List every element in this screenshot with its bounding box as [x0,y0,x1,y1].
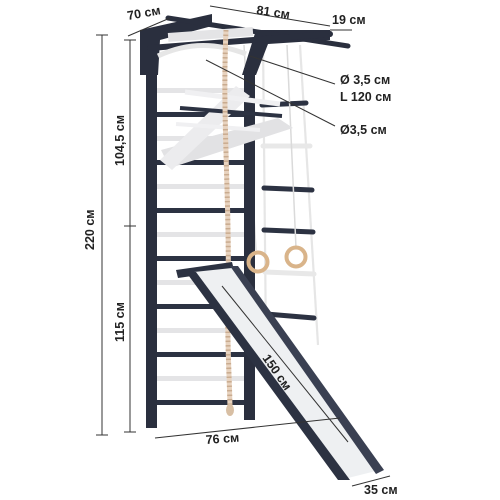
top-board [167,27,254,42]
pullup-bar [165,15,351,49]
wall-rung [157,160,244,165]
dim-line-slide-length [221,285,349,443]
wall-rung [157,88,244,93]
rope-knot [226,404,234,416]
wall-rung [157,232,244,237]
climbing-rope [222,29,234,416]
wall-rung [157,304,244,309]
rope-ladder-left-rope [261,39,268,346]
wall-rung [157,376,244,381]
rope-ladder [259,39,320,346]
wall-rung [157,256,244,261]
ring-rope-right [286,44,297,249]
label-bar-overhang: 19 см [332,13,366,27]
rope-ladder-rung [261,185,315,193]
slide [176,262,384,480]
dimension-lines [96,5,391,487]
wall-rung [157,328,244,333]
right-post [244,68,255,420]
rack-rung [175,122,261,132]
pullup-bar-assembly [140,14,351,75]
label-upper-height: 104,5 см [113,115,127,166]
label-rope-diameter: Ø 3,5 см [340,73,390,87]
dim-line-top-depth [127,17,171,37]
wall-rung [157,352,244,357]
gym-ring-left [246,250,270,274]
rope-ladder-rung [261,227,316,235]
label-rung-diameter: Ø3,5 см [340,123,387,137]
slide-surface [194,268,380,478]
top-arch [156,43,247,59]
dim-line-slide-base [154,417,341,439]
dim-line-top-width [209,5,331,27]
label-top-width: 81 см [256,3,291,22]
label-slide-base: 76 см [205,431,239,447]
left-bracket [140,14,212,75]
slide-rail-left [186,272,350,480]
leader-rung-diameter [205,59,336,127]
rack-rung [179,106,283,118]
label-rope-length: L 120 см [340,90,391,104]
wall-rung [157,112,244,117]
rope-ladder-right-rope [298,44,320,346]
left-post [146,68,157,428]
slide-rail-right [230,266,384,474]
wall-rung [157,400,244,405]
wall-rung [157,184,244,189]
label-top-depth: 70 см [126,3,161,23]
dim-line-slide-width [351,475,391,487]
gym-ring-right [284,245,308,269]
label-slide-width: 35 см [364,483,398,497]
rack-rung [184,89,281,107]
wall-rung [157,208,244,213]
rope-ladder-rung [263,311,317,321]
leader-rope-spec [249,55,336,85]
label-lower-height: 115 см [113,302,127,342]
label-total-height: 220 см [83,209,97,250]
rope-ladder-rung [262,269,317,277]
